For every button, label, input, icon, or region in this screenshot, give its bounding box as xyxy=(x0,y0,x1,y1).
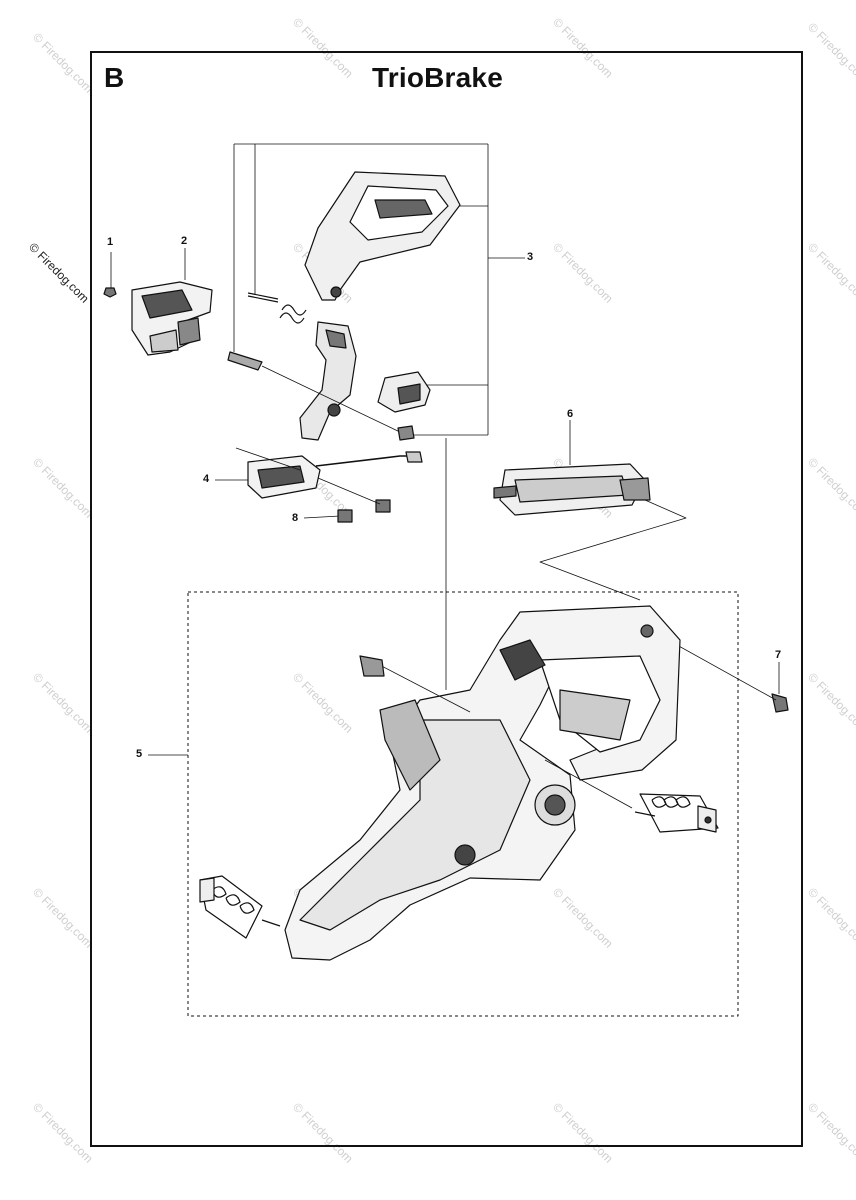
brake-lever-icon xyxy=(299,321,357,441)
part-3-bracket-lines xyxy=(233,143,525,436)
callout-4: 4 xyxy=(203,473,210,485)
callout-5: 5 xyxy=(136,748,143,760)
callout-2: 2 xyxy=(181,235,188,247)
callout-7: 7 xyxy=(775,649,782,661)
spring-icon xyxy=(199,875,281,939)
screw-icon xyxy=(103,252,117,298)
diagram-frame xyxy=(90,51,803,1147)
bracket-icon xyxy=(131,248,213,356)
screw-icon xyxy=(303,477,391,523)
spring-icon xyxy=(544,759,719,833)
callout-1: 1 xyxy=(107,236,114,248)
section-letter: B xyxy=(104,62,125,93)
pin-icon xyxy=(227,351,403,434)
callout-8: 8 xyxy=(292,512,299,524)
cable-lever-icon xyxy=(215,447,423,499)
guard-link-icon xyxy=(493,420,687,601)
callout-3: 3 xyxy=(527,251,534,263)
page-title: TrioBrake xyxy=(372,62,503,93)
housing-icon xyxy=(284,605,681,961)
bushing-icon xyxy=(397,425,415,441)
catch-icon xyxy=(377,371,431,413)
brake-handle-icon xyxy=(304,171,461,301)
spring-icon xyxy=(247,292,307,324)
callout-6: 6 xyxy=(567,408,574,420)
